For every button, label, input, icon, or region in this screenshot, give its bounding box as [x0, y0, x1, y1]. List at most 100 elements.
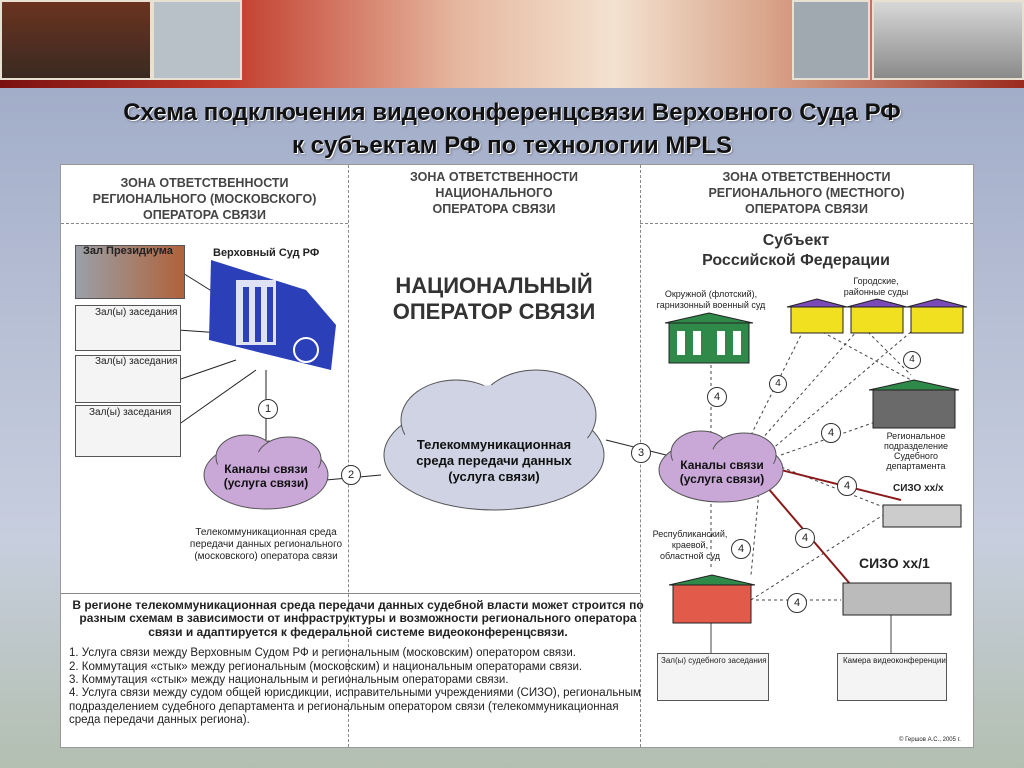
notes-item-2: 2. Коммутация «стык» между региональным … — [69, 660, 583, 673]
sizo-xx-1-building — [842, 582, 952, 616]
court-hall-thumbnail — [657, 653, 769, 701]
cloud-text-line: (услуга связи) — [448, 469, 540, 484]
number-badge-3: 3 — [631, 443, 651, 463]
number-badge-4-a: 4 — [707, 387, 727, 407]
cloud-text-line: Телекоммуникационная — [416, 437, 572, 452]
presidium-hall-label: Зал Президиума — [83, 245, 173, 257]
label-line: Судебного — [893, 451, 939, 461]
zone-label: РЕГИОНАЛЬНОГО (МЕСТНОГО) — [708, 186, 905, 200]
caption-line: (московского) оператора связи — [194, 551, 338, 562]
notes-divider — [61, 593, 640, 594]
zone-label: РЕГИОНАЛЬНОГО (МОСКОВСКОГО) — [92, 192, 317, 206]
diagram-panel: ЗОНА ОТВЕТСТВЕННОСТИ РЕГИОНАЛЬНОГО (МОСК… — [60, 164, 974, 748]
zone-label: ОПЕРАТОРА СВЯЗИ — [744, 202, 869, 216]
number-badge-4-e: 4 — [837, 476, 857, 496]
national-operator-line: ОПЕРАТОР СВЯЗИ — [392, 299, 596, 324]
zone-label: ОПЕРАТОРА СВЯЗИ — [142, 208, 267, 222]
hall-thumbnail-2 — [75, 355, 181, 403]
header-banner — [0, 0, 1024, 88]
number-badge-4-f: 4 — [795, 528, 815, 548]
caption-line: Телекоммуникационная среда — [195, 527, 337, 538]
vc-camera-label: Камера видеоконференции — [843, 656, 946, 665]
copyright-label: © Гершов А.С., 2005 г. — [899, 737, 961, 743]
vertical-links-bottom — [710, 615, 892, 655]
right-cloud — [658, 430, 784, 503]
number-badge-1: 1 — [258, 399, 278, 419]
center-cloud-label: Телекоммуникационная среда передачи данн… — [384, 437, 604, 485]
number-badge-4-d: 4 — [821, 423, 841, 443]
slide-title: Схема подключения видеоконференцсвязи Ве… — [0, 96, 1024, 162]
zone-label: НАЦИОНАЛЬНОГО — [435, 186, 553, 200]
number-badge-4-g: 4 — [731, 539, 751, 559]
label-line: подразделение — [884, 441, 948, 451]
zone-header-divider-left — [61, 223, 348, 224]
title-line-1: Схема подключения видеоконференцсвязи Ве… — [123, 99, 901, 126]
number-badge-4-h: 4 — [787, 593, 807, 613]
regional-dept-building — [868, 379, 960, 429]
center-cloud — [383, 369, 605, 511]
military-court-label: Окружной (флотский), гарнизонный военный… — [651, 289, 771, 311]
military-court-building — [664, 312, 754, 364]
caption-line: передачи данных регионального — [189, 539, 343, 550]
hall-thumbnail-1 — [75, 305, 181, 351]
notes-item-4: 4. Услуга связи между судом общей юрисди… — [69, 687, 641, 727]
left-channels-caption: Телекоммуникационная среда передачи данн… — [161, 527, 371, 563]
zone-national: ЗОНА ОТВЕТСТВЕННОСТИ НАЦИОНАЛЬНОГО ОПЕРА… — [348, 169, 640, 217]
notes-block: В регионе телекоммуникационная среда пер… — [69, 598, 647, 728]
notes-heading: В регионе телекоммуникационная среда пер… — [72, 598, 644, 639]
city-court-building-2 — [846, 298, 908, 334]
cloud-text-line: (услуга связи) — [679, 472, 765, 486]
label-line: Окружной (флотский), — [664, 289, 758, 299]
hall-label-3: Зал(ы) заседания — [89, 407, 172, 418]
zone-label: ЗОНА ОТВЕТСТВЕННОСТИ — [409, 170, 579, 184]
zone-regional-moscow: ЗОНА ОТВЕТСТВЕННОСТИ РЕГИОНАЛЬНОГО (МОСК… — [61, 175, 348, 223]
sizo-xx-1-label: СИЗО хх/1 — [859, 555, 930, 571]
banner-photo-monitor — [792, 0, 870, 80]
notes-item-1: 1. Услуга связи между Верховным Судом РФ… — [69, 647, 576, 660]
banner-photo-video-screen — [152, 0, 242, 80]
sizo-xx-x-label: СИЗО хх/х — [893, 483, 944, 494]
hall-label-1: Зал(ы) заседания — [95, 307, 178, 318]
number-badge-4-b: 4 — [769, 375, 787, 393]
hall-label-2: Зал(ы) заседания — [95, 356, 178, 367]
republic-court-building — [668, 574, 756, 624]
diagram-graphics — [177, 260, 968, 655]
court-hall-label: Зал(ы) судебного заседания — [661, 656, 767, 665]
national-operator-line: НАЦИОНАЛЬНЫЙ — [395, 273, 593, 298]
city-courts-label: Городские, районные суды — [821, 276, 931, 298]
vc-camera-thumbnail — [837, 653, 947, 701]
city-court-building-1 — [786, 298, 848, 334]
banner-photo-defendant — [872, 0, 1024, 80]
zone-divider-left — [348, 165, 349, 747]
label-line: районные суды — [843, 287, 909, 297]
zone-header-divider-right — [640, 223, 973, 224]
label-line: Региональное — [886, 431, 946, 441]
number-badge-4-c: 4 — [903, 351, 921, 369]
label-line: департамента — [886, 461, 946, 471]
zone-label: ОПЕРАТОРА СВЯЗИ — [432, 202, 556, 216]
cloud-text-line: среда передачи данных — [416, 453, 572, 468]
supreme-court-icon — [209, 260, 336, 370]
cloud-text-line: (услуга связи) — [223, 476, 309, 490]
hall-thumbnail-3 — [75, 405, 181, 457]
zone-label: ЗОНА ОТВЕТСТВЕННОСТИ — [120, 176, 289, 190]
cloud-text-line: Каналы связи — [680, 458, 764, 472]
supreme-court-label: Верховный Суд РФ — [213, 247, 320, 259]
zone-regional-local: ЗОНА ОТВЕТСТВЕННОСТИ РЕГИОНАЛЬНОГО (МЕСТ… — [640, 169, 973, 217]
title-line-2: к субъектам РФ по технологии MPLS — [291, 132, 733, 159]
city-court-building-3 — [906, 298, 968, 334]
label-line: областной суд — [659, 551, 721, 561]
notes-item-3: 3. Коммутация «стык» между национальным … — [69, 674, 509, 687]
number-badge-2: 2 — [341, 465, 361, 485]
national-operator-label: НАЦИОНАЛЬНЫЙ ОПЕРАТОР СВЯЗИ — [348, 273, 640, 325]
subject-line: Российской Федерации — [702, 252, 890, 269]
republic-court-label: Республиканский, краевой, областной суд — [645, 529, 735, 562]
subject-line: Субъект — [762, 232, 830, 249]
label-line: краевой, — [671, 540, 709, 550]
regional-dept-label: Региональное подразделение Судебного деп… — [871, 431, 961, 471]
label-line: гарнизонный военный суд — [656, 300, 766, 310]
left-cloud — [203, 434, 329, 510]
label-line: Республиканский, — [652, 529, 728, 539]
left-cloud-label: Каналы связи (услуга связи) — [204, 462, 328, 490]
label-line: Городские, — [853, 276, 899, 286]
